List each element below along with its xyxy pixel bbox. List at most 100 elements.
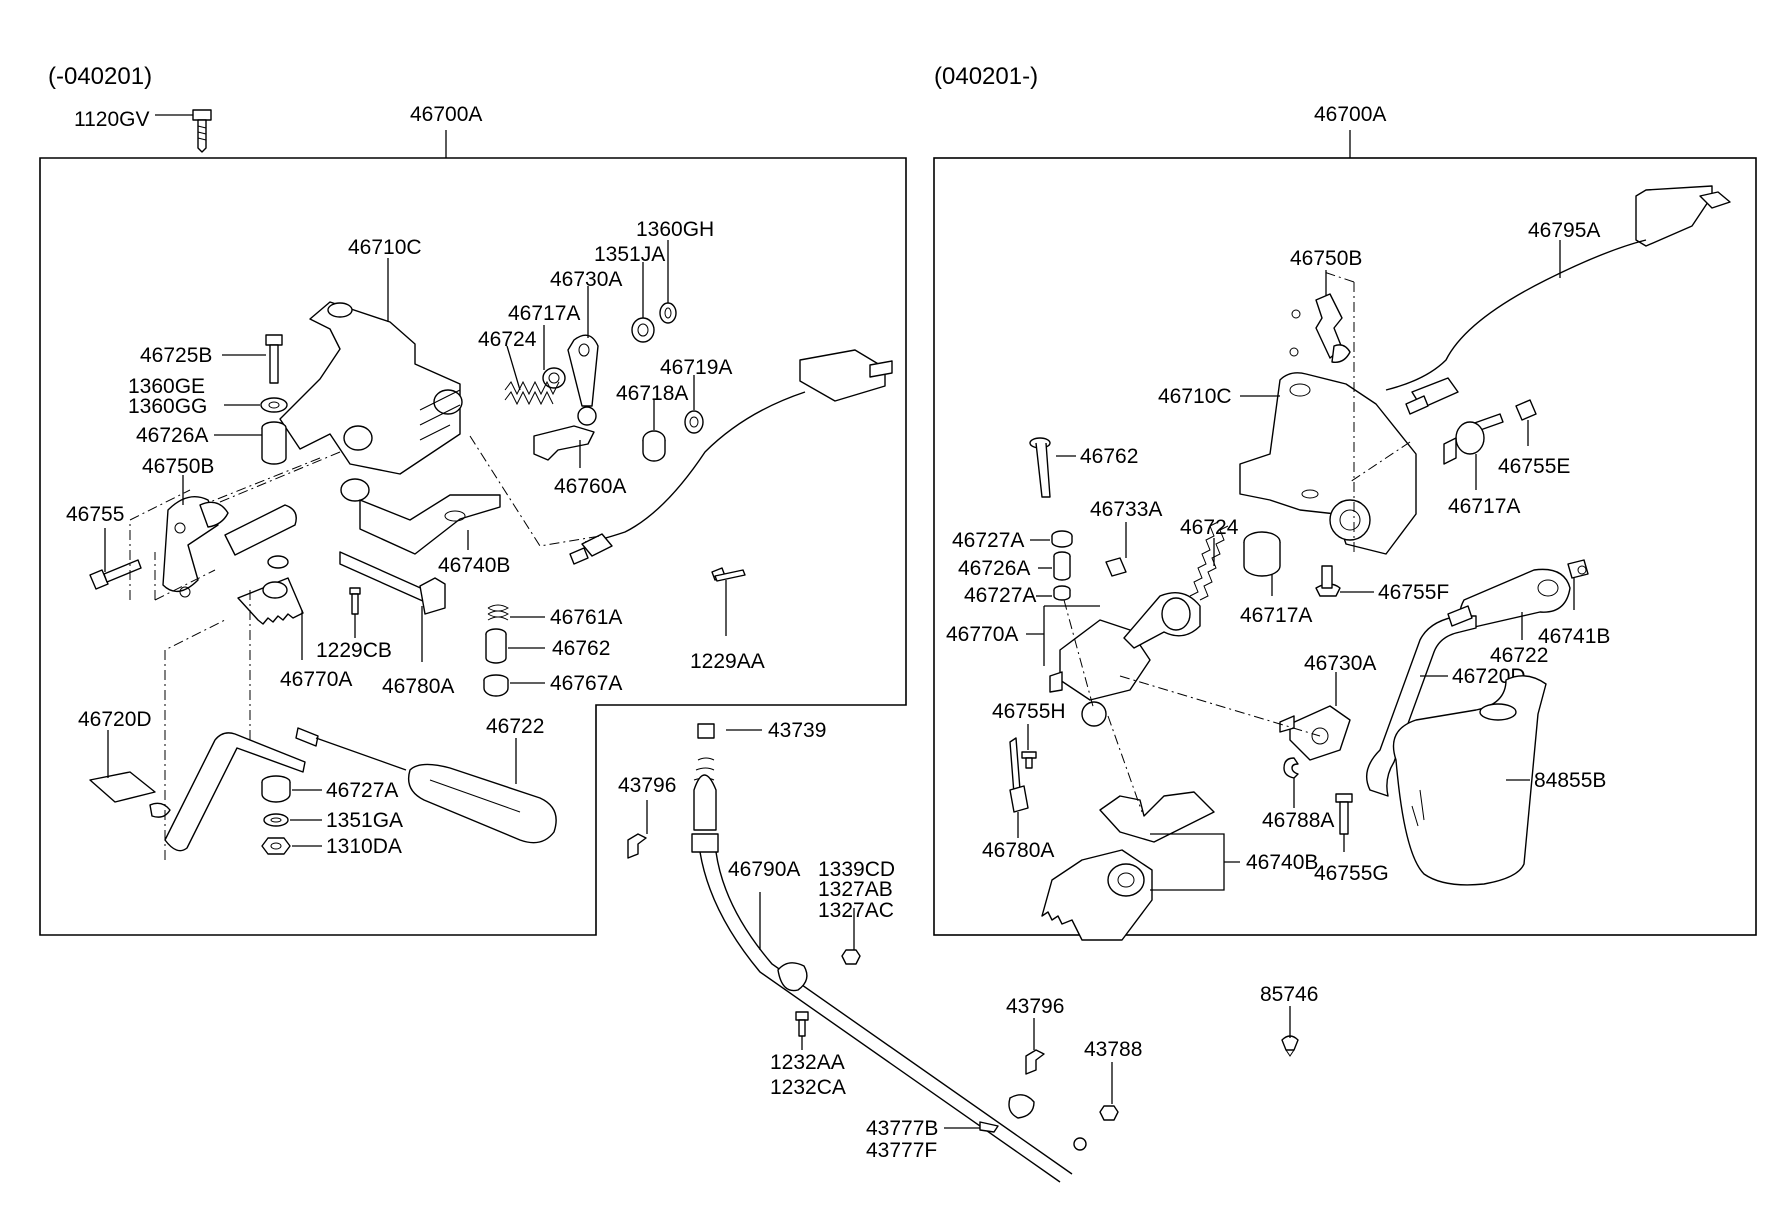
bracket-46710c <box>279 301 463 502</box>
nut-1310da <box>261 837 291 855</box>
label-46755g: 46755G <box>1314 862 1389 885</box>
label-46755e: 46755E <box>1498 455 1570 478</box>
bracket-46740b <box>359 494 501 555</box>
label-46717a-top: 46717A <box>1448 495 1520 518</box>
left-period-label: (-040201) <box>48 63 152 90</box>
washer-1351ga <box>263 813 289 827</box>
spring-46761a <box>487 604 509 621</box>
label-46710c: 46710C <box>348 236 422 259</box>
label-46717a: 46717A <box>508 302 580 325</box>
clip-46733a <box>1105 557 1127 577</box>
label-46733a: 46733A <box>1090 498 1162 521</box>
bolt-46755f <box>1315 565 1341 597</box>
label-46762: 46762 <box>552 637 610 660</box>
washer-1360gh <box>659 302 677 324</box>
label-46755: 46755 <box>66 503 124 526</box>
lever-46730a <box>567 334 599 426</box>
spring-46724 <box>504 380 560 406</box>
clip-43777b <box>979 1121 999 1133</box>
label-46795a: 46795A <box>1528 219 1600 242</box>
label-1360gh: 1360GH <box>636 218 714 241</box>
label-46788a: 46788A <box>1262 809 1334 832</box>
label-46767a: 46767A <box>550 672 622 695</box>
label-1327ab: 1327AB <box>818 878 893 901</box>
label-46750b-right: 46750B <box>1290 247 1362 270</box>
shift-lever-46720d <box>89 727 319 852</box>
label-46720d: 46720D <box>78 708 152 731</box>
label-46718a: 46718A <box>616 382 688 405</box>
label-85746: 85746 <box>1260 983 1318 1006</box>
washer-46719a <box>684 410 704 434</box>
label-43788: 43788 <box>1084 1038 1142 1061</box>
label-46740b: 46740B <box>438 554 510 577</box>
label-46727a-lower: 46727A <box>964 584 1036 607</box>
label-46710c-right: 46710C <box>1158 385 1232 408</box>
label-46726a: 46726A <box>136 424 208 447</box>
label-46790a: 46790A <box>728 858 800 881</box>
bolt-46755h <box>1021 751 1037 769</box>
label-1232aa: 1232AA <box>770 1051 845 1074</box>
plate-46780a <box>339 551 446 615</box>
label-1360gg: 1360GG <box>128 395 207 418</box>
lever-46730a-right <box>1279 705 1351 761</box>
label-1310da: 1310DA <box>326 835 402 858</box>
bolt-46725b <box>265 334 283 384</box>
bushing-46718a <box>642 430 666 462</box>
bushing-46717a-top <box>1443 421 1485 465</box>
label-46730a-right: 46730A <box>1304 652 1376 675</box>
boot-84855b <box>1392 675 1547 886</box>
bolt-46755g <box>1335 793 1353 835</box>
right-assembly-frame <box>933 157 1757 936</box>
label-43796-top: 43796 <box>618 774 676 797</box>
label-46760a: 46760A <box>554 475 626 498</box>
pin-46762 <box>485 628 507 664</box>
bolt-46755 <box>89 559 142 590</box>
label-46761a: 46761A <box>550 606 622 629</box>
housing-46770a-right <box>1049 592 1201 727</box>
left-upper-cable <box>569 349 893 565</box>
label-46750b: 46750B <box>142 455 214 478</box>
label-46780a-right: 46780A <box>982 839 1054 862</box>
label-46726a-right: 46726A <box>958 557 1030 580</box>
label-1120gv: 1120GV <box>74 108 150 131</box>
label-46719a: 46719A <box>660 356 732 379</box>
plate-46750b-right <box>1289 293 1351 363</box>
plate-46750b <box>162 496 229 598</box>
label-46740b-right: 46740B <box>1246 851 1318 874</box>
washer-1360ge <box>260 397 288 413</box>
label-43777f: 43777F <box>866 1139 937 1162</box>
washer-1351ja <box>631 317 655 343</box>
label-46717a-mid: 46717A <box>1240 604 1312 627</box>
bracket-46710c-right <box>1239 372 1417 555</box>
label-46722-right: 46722 <box>1490 644 1548 667</box>
gear-plates-46740b-right <box>1041 791 1215 941</box>
pin-46762-right <box>1029 437 1051 498</box>
left-assembly-frame <box>39 130 907 936</box>
cap-46767a <box>483 674 509 697</box>
screw-1229aa <box>711 567 746 582</box>
clip-46741b <box>1567 559 1589 579</box>
cap-46727a <box>261 775 291 803</box>
label-1327ac: 1327AC <box>818 899 894 922</box>
plug-85746 <box>1281 1035 1299 1057</box>
label-46730a: 46730A <box>550 268 622 291</box>
nut-43788 <box>1099 1105 1119 1121</box>
label-1232ca: 1232CA <box>770 1076 846 1099</box>
label-1339cd: 1339CD <box>818 858 895 881</box>
label-46724-right: 46724 <box>1180 516 1239 539</box>
label-46724: 46724 <box>478 328 537 351</box>
label-43796-bottom: 43796 <box>1006 995 1064 1018</box>
clip-43796-top <box>627 833 647 859</box>
latch-46760a <box>533 425 595 461</box>
label-46741b: 46741B <box>1538 625 1610 648</box>
sleeve-46726a <box>1053 551 1071 581</box>
label-1229aa: 1229AA <box>690 650 765 673</box>
label-46770a: 46770A <box>280 668 352 691</box>
cap-46727a-upper <box>1051 530 1073 548</box>
cable-46795a <box>1385 185 1731 415</box>
collar-46726a <box>261 421 287 465</box>
label-43777b: 43777B <box>866 1117 938 1140</box>
bushing-46717a-mid <box>1243 531 1281 577</box>
gear-46770a <box>224 504 304 625</box>
clip-46788a <box>1283 757 1299 779</box>
